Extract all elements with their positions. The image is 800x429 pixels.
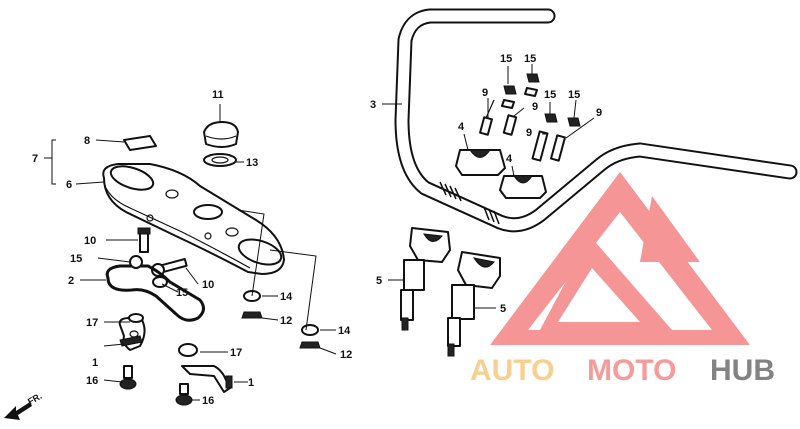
callout-3: 3 xyxy=(370,99,376,111)
callout-9-d: 9 xyxy=(596,107,602,119)
handlebar-holder-right xyxy=(447,251,501,357)
bracket-right xyxy=(178,343,233,393)
callout-1-a: 1 xyxy=(92,357,98,369)
bridge-bolt-a xyxy=(137,227,151,253)
handlebar-knurl-left xyxy=(439,181,462,202)
watermark-logo-icon xyxy=(490,172,750,345)
callout-8: 8 xyxy=(84,135,90,147)
callout-15-f: 15 xyxy=(176,287,188,299)
callout-16-a: 16 xyxy=(86,375,98,387)
watermark-moto: MOTO xyxy=(587,354,676,387)
callout-17-b: 17 xyxy=(230,347,242,359)
callout-6: 6 xyxy=(66,179,72,191)
callout-11: 11 xyxy=(212,89,224,101)
callout-16-b: 16 xyxy=(202,395,214,407)
callout-15-a: 15 xyxy=(500,53,512,65)
holder-cap-b xyxy=(499,175,547,199)
callout-17-a: 17 xyxy=(86,317,98,329)
cap-washer xyxy=(203,153,237,167)
callout-15-b: 15 xyxy=(524,53,536,65)
callout-1-b: 1 xyxy=(248,377,254,389)
callout-15-e: 15 xyxy=(70,253,82,265)
handlebar xyxy=(394,8,798,233)
callout-10-a: 10 xyxy=(84,235,96,247)
watermark-auto: AUTO xyxy=(470,354,554,387)
watermark-hub: HUB xyxy=(710,354,775,387)
callout-13: 13 xyxy=(246,157,258,169)
callout-15-c: 15 xyxy=(544,89,556,101)
callout-4-a: 4 xyxy=(458,121,465,133)
callout-9-c: 9 xyxy=(526,127,532,139)
callout-2: 2 xyxy=(68,275,74,287)
front-direction-label: FR. xyxy=(26,391,44,407)
callout-4-b: 4 xyxy=(506,153,513,165)
callout-9-a: 9 xyxy=(482,87,488,99)
callout-7: 7 xyxy=(32,153,38,165)
bridge-bolt-b xyxy=(151,257,188,277)
steering-cap-nut xyxy=(203,121,239,148)
bracket-left xyxy=(118,317,146,351)
front-direction-arrow-icon: FR. xyxy=(4,391,44,420)
callout-15-d: 15 xyxy=(568,89,580,101)
watermark-text: AUTO MOTO HUB xyxy=(470,354,775,387)
callout-10-b: 10 xyxy=(202,279,214,291)
handlebar-knurl-right xyxy=(483,206,500,225)
holder-cap-a xyxy=(455,149,506,176)
callout-14-a: 14 xyxy=(280,291,293,303)
screw-16-left xyxy=(119,365,137,390)
handlebar-holder-left xyxy=(400,227,451,331)
callout-5-a: 5 xyxy=(376,275,382,287)
callout-5-b: 5 xyxy=(500,303,506,315)
small-washers-15 xyxy=(128,255,168,323)
nut-washer-lower xyxy=(299,324,321,349)
screw-16-right xyxy=(175,383,193,406)
holder-bolts xyxy=(479,73,581,162)
callout-labels: 1 1 2 3 4 4 5 5 6 7 8 9 9 9 9 10 10 11 1… xyxy=(32,53,602,407)
callout-9-b: 9 xyxy=(532,101,538,113)
top-bridge xyxy=(102,163,285,275)
callout-12-b: 12 xyxy=(340,349,352,361)
emblem-plate xyxy=(123,135,157,151)
callout-14-b: 14 xyxy=(338,325,351,337)
callout-12-a: 12 xyxy=(280,315,292,327)
leader-lines xyxy=(44,64,595,401)
